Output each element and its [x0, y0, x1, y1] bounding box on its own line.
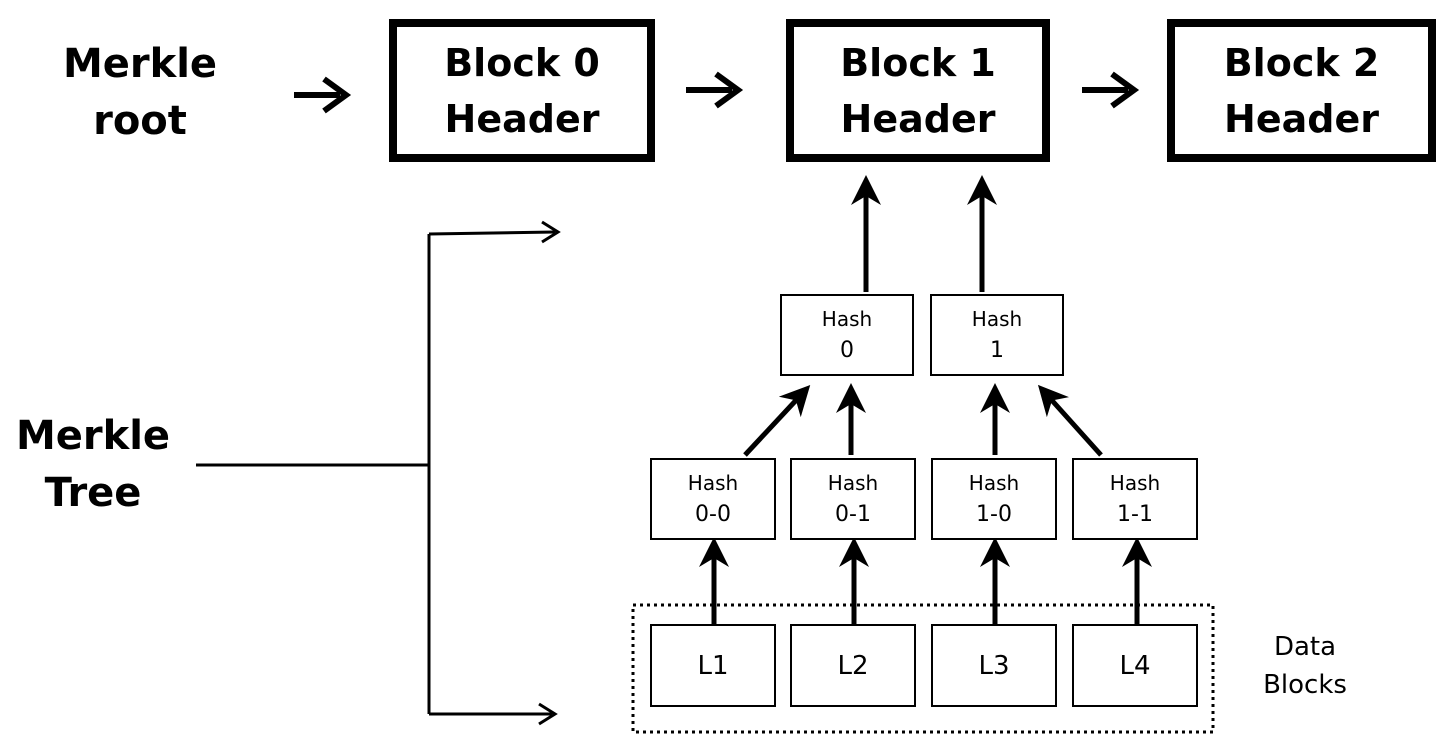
leaf-l1: L1: [650, 624, 776, 707]
leaf-l2: L2: [790, 624, 916, 707]
merkle-tree-bracket: [196, 220, 561, 726]
merkle-tree-label: Merkle Tree: [15, 413, 171, 516]
merkle-root-label: Merkle root: [62, 41, 218, 144]
data-blocks-region: [631, 603, 1215, 734]
arrow-hash11-to-hash1: [1037, 384, 1103, 457]
chain-arrow-block1-to-block2: [1082, 71, 1140, 109]
chain-arrow-block0-to-block1: [686, 71, 744, 109]
leaf-l4: L4: [1072, 624, 1198, 707]
data-blocks-label: Data Blocks: [1263, 632, 1347, 700]
chain-arrow-root-to-block0: [294, 76, 352, 114]
arrow-hash00-to-hash0: [743, 385, 811, 457]
leaf-l3: L3: [931, 624, 1057, 707]
